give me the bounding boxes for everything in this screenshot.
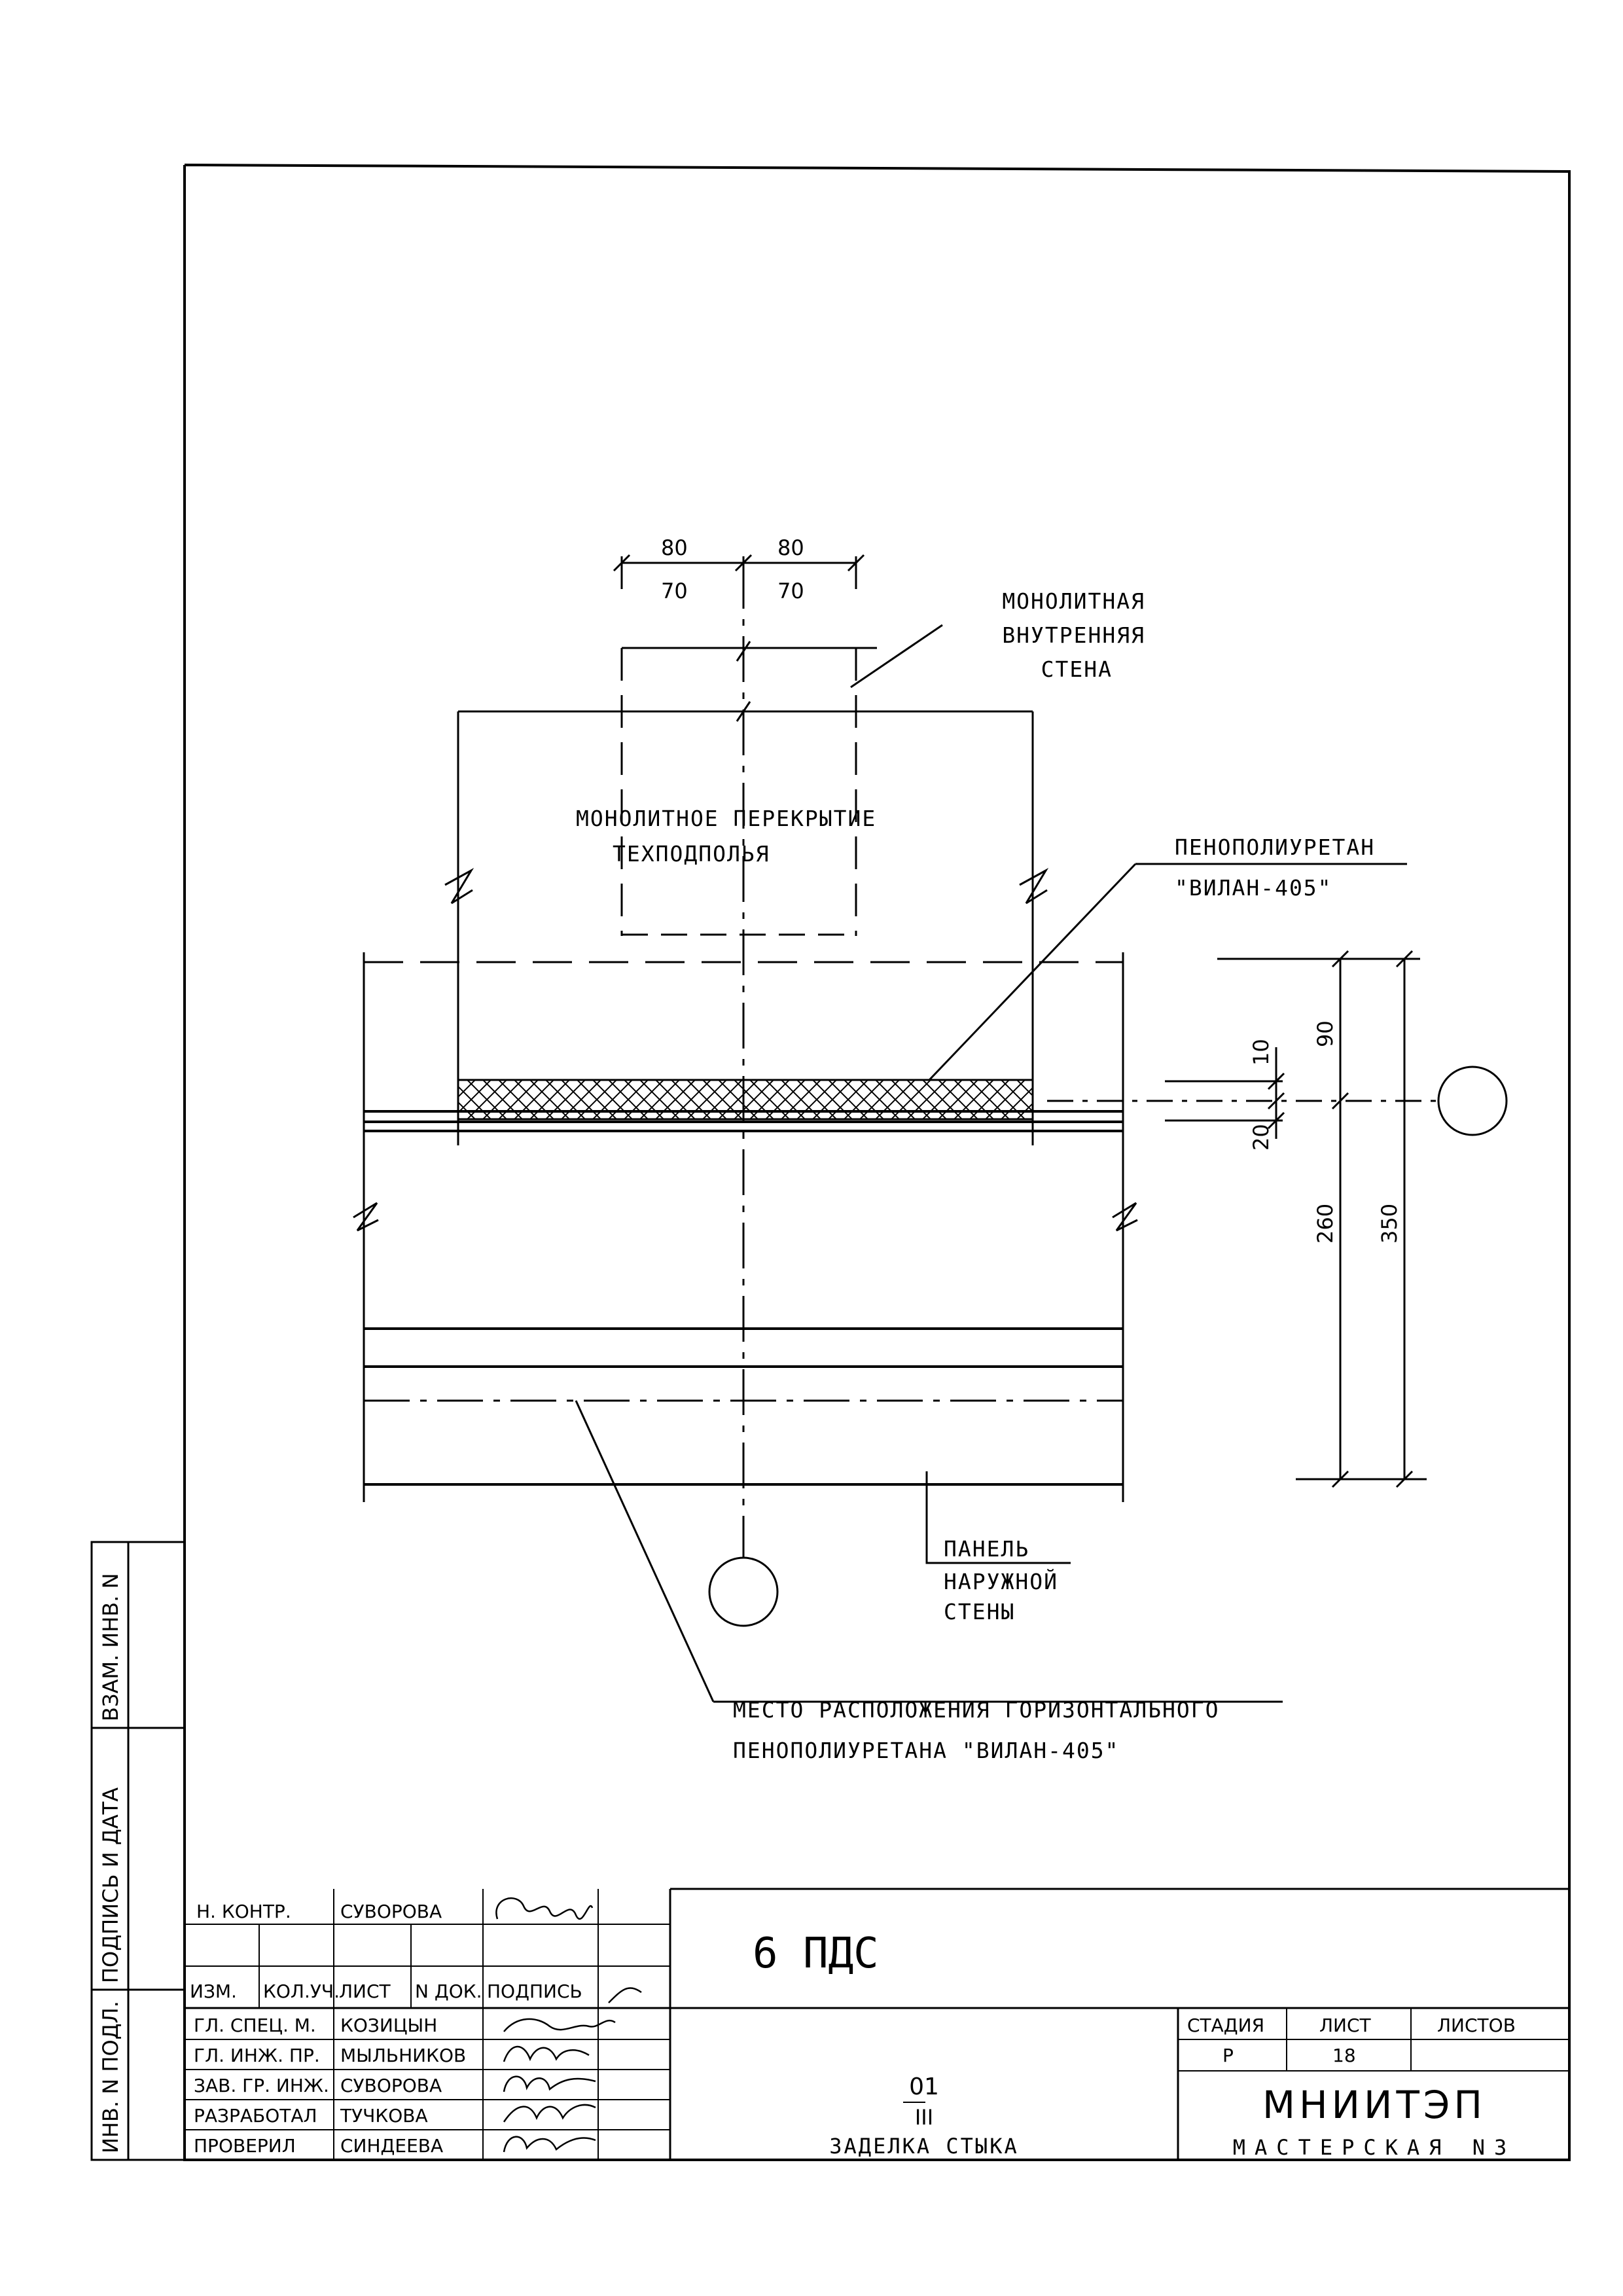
tb-header-ndok: N ДОК. <box>415 1981 482 2002</box>
signature-4 <box>503 2104 596 2123</box>
slab-outline <box>444 710 1049 1145</box>
tb-node-num: 01 <box>909 2073 939 2100</box>
top-dimensions <box>613 554 865 589</box>
tb-name-2: МЫЛЬНИКОВ <box>340 2045 466 2066</box>
dim-260: 260 <box>1313 1204 1338 1244</box>
tb-drawing-title: ЗАДЕЛКА СТЫКА <box>829 2134 1018 2159</box>
tb-name-5: СИНДЕЕВА <box>340 2135 443 2157</box>
label-foam-1: ПЕНОПОЛИУРЕТАН <box>1175 834 1375 860</box>
label-panel-2: НАРУЖНОЙ <box>944 1568 1058 1594</box>
outer-panel <box>353 952 1138 1502</box>
inner-wall <box>620 647 877 936</box>
tb-header-kol: КОЛ.УЧ. <box>263 1981 340 2002</box>
leader-panel <box>925 1471 1071 1564</box>
dim-10: 10 <box>1249 1039 1274 1066</box>
axis-marker-right <box>1437 1066 1508 1136</box>
label-inner-wall-1: МОНОЛИТНАЯ <box>1002 588 1145 614</box>
signature-n-kontr <box>495 1897 594 1920</box>
label-panel-3: СТЕНЫ <box>944 1599 1015 1624</box>
tb-header-podpis: ПОДПИСЬ <box>487 1981 582 2002</box>
side-sign-date: ПОДПИСЬ И ДАТА <box>98 1787 123 1983</box>
tb-sheet-value: 18 <box>1332 2045 1356 2066</box>
tb-stage-value: Р <box>1222 2045 1234 2066</box>
label-panel-1: ПАНЕЛЬ <box>944 1536 1029 1562</box>
tb-n-kontr-role: Н. КОНТР. <box>196 1901 291 1922</box>
tb-sheets-label: ЛИСТОВ <box>1437 2015 1516 2036</box>
tb-role-2: ГЛ. ИНЖ. ПР. <box>194 2045 320 2066</box>
label-slab-2: ТЕХПОДПОЛЬЯ <box>613 841 770 867</box>
label-slab-1: МОНОЛИТНОЕ ПЕРЕКРЫТИЕ <box>576 806 876 831</box>
dim-top-left-outer: 80 <box>661 535 688 560</box>
tb-role-4: РАЗРАБОТАЛ <box>194 2105 317 2126</box>
tb-name-3: СУВОРОВА <box>340 2075 442 2096</box>
tb-node-sheet: III <box>915 2105 933 2130</box>
tb-role-3: ЗАВ. ГР. ИНЖ. <box>194 2075 329 2096</box>
signature-podpis <box>608 1987 642 2003</box>
signature-3 <box>503 2075 596 2092</box>
joint-drawing: 80 80 70 70 10 20 90 260 350 МОНОЛИТНАЯ … <box>353 535 1508 1763</box>
label-location-1: МЕСТО РАСПОЛОЖЕНИЯ ГОРИЗОНТАЛЬНОГО <box>733 1697 1220 1723</box>
tb-sheet-label: ЛИСТ <box>1319 2015 1372 2036</box>
tb-role-1: ГЛ. СПЕЦ. М. <box>194 2015 316 2036</box>
dim-top-right-inner: 70 <box>777 579 804 603</box>
leader-location <box>575 1400 715 1702</box>
axis-marker-bottom <box>708 1556 779 1627</box>
label-inner-wall-3: СТЕНА <box>1041 656 1113 682</box>
leader-inner-wall <box>850 624 943 689</box>
tb-header-izm: ИЗМ. <box>190 1981 237 2002</box>
tb-workshop: МАСТЕРСКАЯ N3 <box>1233 2135 1516 2160</box>
signature-1 <box>503 2018 616 2032</box>
tb-n-kontr-name: СУВОРОВА <box>340 1901 442 1922</box>
tb-stage-label: СТАДИЯ <box>1187 2015 1264 2036</box>
dim-20: 20 <box>1249 1124 1274 1151</box>
title-block <box>185 1889 1569 2160</box>
tb-name-4: ТУЧКОВА <box>340 2105 428 2126</box>
label-inner-wall-2: ВНУТРЕННЯЯ <box>1002 622 1145 648</box>
leader-foam <box>928 863 1137 1081</box>
tb-header-list: ЛИСТ <box>339 1981 391 2002</box>
signature-5 <box>503 2136 596 2153</box>
tb-project-code: 6 ПДС <box>753 1929 879 1978</box>
tb-org: МНИИТЭП <box>1262 2083 1486 2127</box>
dim-90: 90 <box>1313 1020 1338 1047</box>
dim-350: 350 <box>1377 1204 1402 1244</box>
signatures <box>495 1897 642 2153</box>
signature-2 <box>503 2045 590 2062</box>
foam-strip <box>457 1079 1034 1121</box>
right-dimensions <box>1165 950 1427 1488</box>
dim-top-right-outer: 80 <box>777 535 804 560</box>
tb-role-5: ПРОВЕРИЛ <box>194 2135 296 2157</box>
side-inv-orig: ИНВ. N ПОДЛ. <box>98 2001 123 2153</box>
label-location-2: ПЕНОПОЛИУРЕТАНА "ВИЛАН-405" <box>733 1738 1119 1763</box>
dim-top-left-inner: 70 <box>661 579 688 603</box>
sheet-frame <box>183 164 1571 2161</box>
side-inv-replace: ВЗАМ. ИНВ. N <box>98 1573 123 1721</box>
label-foam-2: "ВИЛАН-405" <box>1175 875 1332 901</box>
tb-name-1: КОЗИЦЫН <box>340 2015 437 2036</box>
side-stamp: ВЗАМ. ИНВ. N ПОДПИСЬ И ДАТА ИНВ. N ПОДЛ. <box>90 1541 186 2161</box>
